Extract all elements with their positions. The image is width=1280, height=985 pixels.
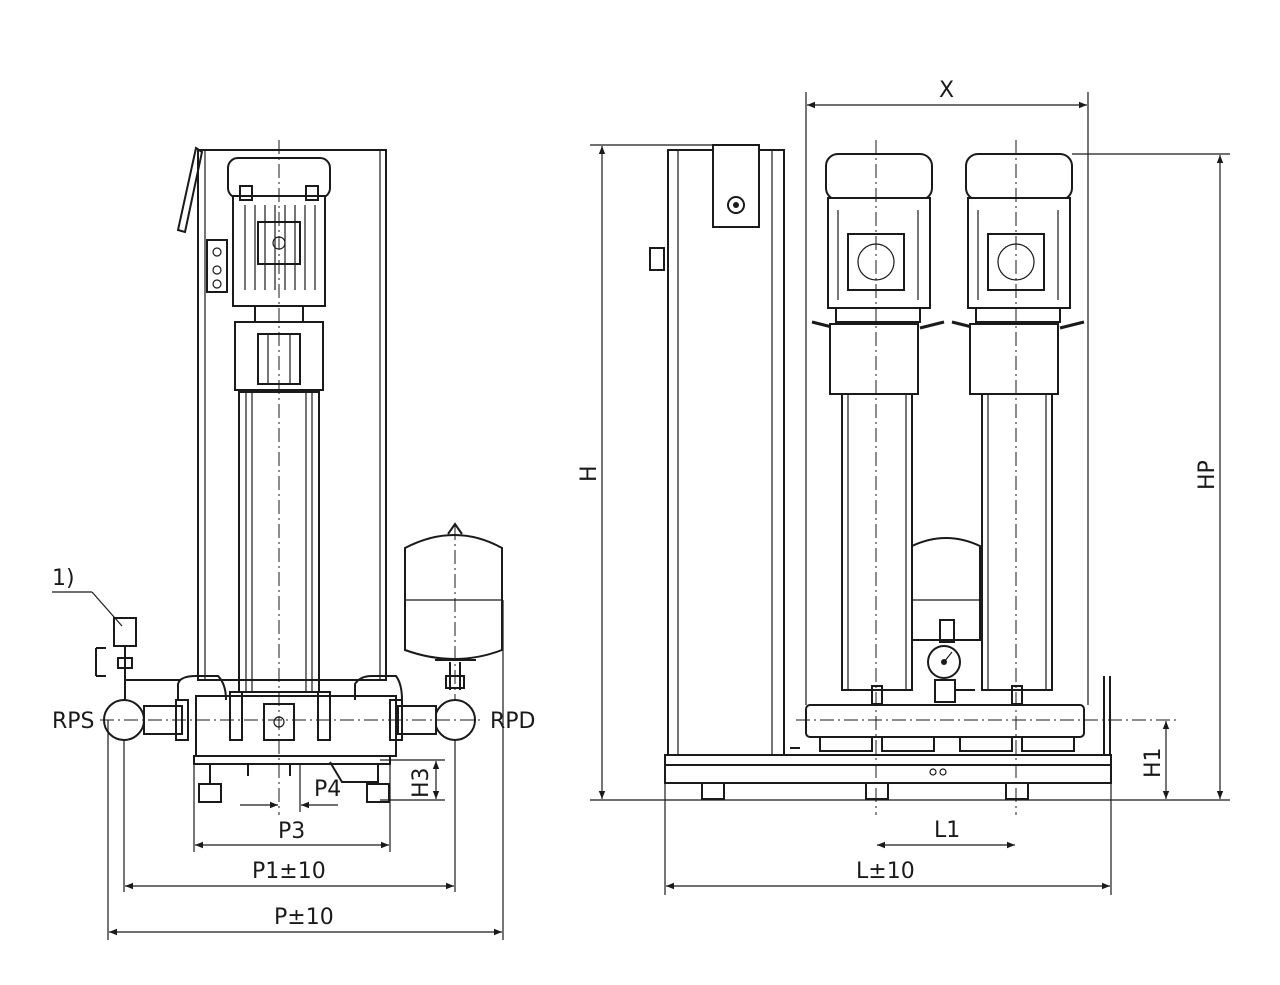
pump-unit-2 xyxy=(951,153,1085,705)
side-vessel-and-gauge xyxy=(911,537,981,703)
dim-hp-label: HP xyxy=(1195,460,1220,490)
control-cabinet-side xyxy=(649,144,785,756)
note-label: 1) xyxy=(52,566,75,591)
dim-h1-label: H1 xyxy=(1141,747,1166,778)
dim-h-label: H xyxy=(577,465,602,482)
pressure-vessel xyxy=(404,522,503,690)
front-view: 1) RPS RPD P4 P3 P1±10 P±10 H3 xyxy=(52,140,536,940)
dim-p1-label: P1±10 xyxy=(252,859,326,884)
side-manifold xyxy=(664,676,1112,800)
dim-x-label: X xyxy=(939,78,954,103)
dim-l1-label: L1 xyxy=(934,818,960,843)
pump-unit-1 xyxy=(811,153,945,705)
control-cabinet-front xyxy=(176,146,387,681)
dim-l-label: L±10 xyxy=(856,859,915,884)
suction-label: RPS xyxy=(52,709,95,734)
dim-h3-label: H3 xyxy=(409,767,434,798)
dim-p-label: P±10 xyxy=(274,905,334,930)
pressure-switch xyxy=(95,617,180,700)
pump-lantern-front xyxy=(234,306,324,391)
dim-p3-label: P3 xyxy=(278,819,305,844)
dim-p4-label: P4 xyxy=(314,777,341,802)
note-leader-diagonal xyxy=(91,591,123,627)
discharge-label: RPD xyxy=(490,709,536,734)
side-view: X H HP H1 L1 L±10 xyxy=(577,78,1230,895)
